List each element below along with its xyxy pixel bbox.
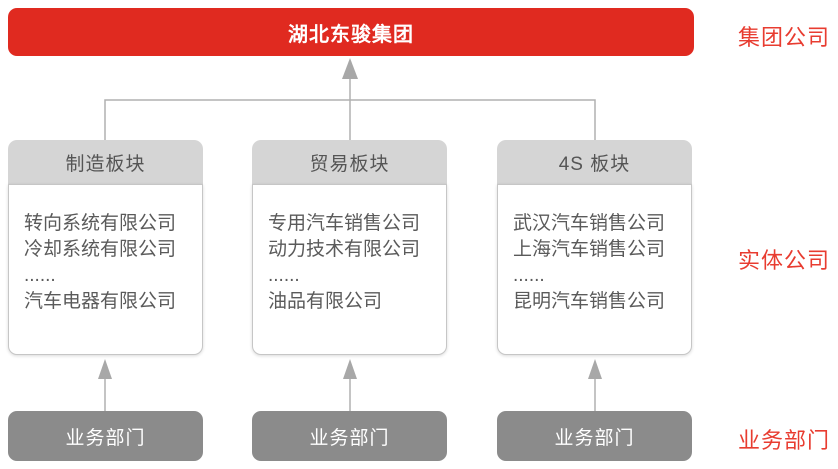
arrow-to-group-head-icon bbox=[342, 58, 358, 79]
company-item: 昆明汽车销售公司 bbox=[513, 291, 666, 312]
group-company-title: 湖北东骏集团 bbox=[288, 23, 414, 46]
company-item: 专用汽车销售公司 bbox=[268, 213, 421, 234]
company-list-trade: 专用汽车销售公司 动力技术有限公司 ...... 油品有限公司 bbox=[252, 184, 447, 355]
ellipsis-item: ...... bbox=[268, 265, 300, 286]
side-label-business-department: 业务部门 bbox=[738, 428, 831, 453]
company-item: 武汉汽车销售公司 bbox=[513, 213, 666, 234]
company-list-4s: 武汉汽车销售公司 上海汽车销售公司 ...... 昆明汽车销售公司 bbox=[497, 184, 692, 355]
sector-header-4s: 4S 板块 bbox=[497, 140, 692, 184]
side-label-entity-company: 实体公司 bbox=[738, 248, 831, 273]
arrow-dept-3-head-icon bbox=[588, 359, 602, 379]
ellipsis-item: ...... bbox=[513, 265, 545, 286]
group-company-node: 湖北东骏集团 bbox=[8, 8, 694, 56]
company-item: 转向系统有限公司 bbox=[24, 213, 177, 234]
sector-header-manufacturing: 制造板块 bbox=[8, 140, 203, 184]
company-item: 汽车电器有限公司 bbox=[24, 291, 177, 312]
sector-column-manufacturing: 制造板块 转向系统有限公司 冷却系统有限公司 ...... 汽车电器有限公司 bbox=[8, 140, 203, 355]
arrow-dept-1-head-icon bbox=[98, 359, 112, 379]
sector-column-trade: 贸易板块 专用汽车销售公司 动力技术有限公司 ...... 油品有限公司 bbox=[252, 140, 447, 355]
bracket-line bbox=[104, 99, 596, 140]
department-box-3: 业务部门 bbox=[497, 411, 692, 461]
company-list-manufacturing: 转向系统有限公司 冷却系统有限公司 ...... 汽车电器有限公司 bbox=[8, 184, 203, 355]
company-item: 冷却系统有限公司 bbox=[24, 239, 177, 260]
department-box-2: 业务部门 bbox=[252, 411, 447, 461]
sector-column-4s: 4S 板块 武汉汽车销售公司 上海汽车销售公司 ...... 昆明汽车销售公司 bbox=[497, 140, 692, 355]
company-item: 上海汽车销售公司 bbox=[513, 239, 666, 260]
side-label-group-company: 集团公司 bbox=[738, 25, 831, 50]
company-item: 油品有限公司 bbox=[268, 291, 383, 312]
arrow-dept-2-head-icon bbox=[343, 359, 357, 379]
company-item: 动力技术有限公司 bbox=[268, 239, 421, 260]
ellipsis-item: ...... bbox=[24, 265, 56, 286]
department-box-1: 业务部门 bbox=[8, 411, 203, 461]
sector-header-trade: 贸易板块 bbox=[252, 140, 447, 184]
